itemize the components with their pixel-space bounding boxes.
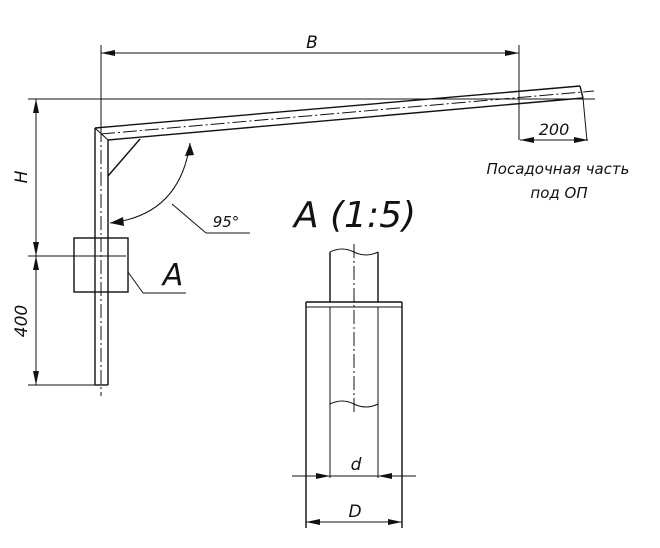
detail-view: [292, 244, 416, 528]
dimension-h-label: H: [12, 170, 32, 183]
dimension-400: [28, 255, 126, 386]
dimension-D-label: D: [348, 502, 361, 522]
center-lines: [100, 90, 595, 396]
seating-part-note-line2: под ОП: [530, 184, 587, 202]
dimension-200: [520, 97, 588, 143]
dimension-b: [100, 45, 520, 140]
seating-part-note: Посадочная часть: [487, 160, 630, 178]
dimension-200-label: 200: [539, 120, 570, 139]
angle-label: 95°: [213, 213, 240, 231]
dimension-400-label: 400: [12, 305, 32, 337]
detail-ref-label: A: [161, 258, 184, 293]
bracket-outline: [94, 85, 584, 386]
dimension-b-label: B: [306, 33, 318, 53]
detail-callout: [36, 237, 186, 294]
detail-title: A (1:5): [292, 195, 416, 236]
dimension-d-label: d: [351, 455, 362, 475]
dimension-h: [28, 98, 595, 256]
angle-dimension: [109, 142, 250, 234]
